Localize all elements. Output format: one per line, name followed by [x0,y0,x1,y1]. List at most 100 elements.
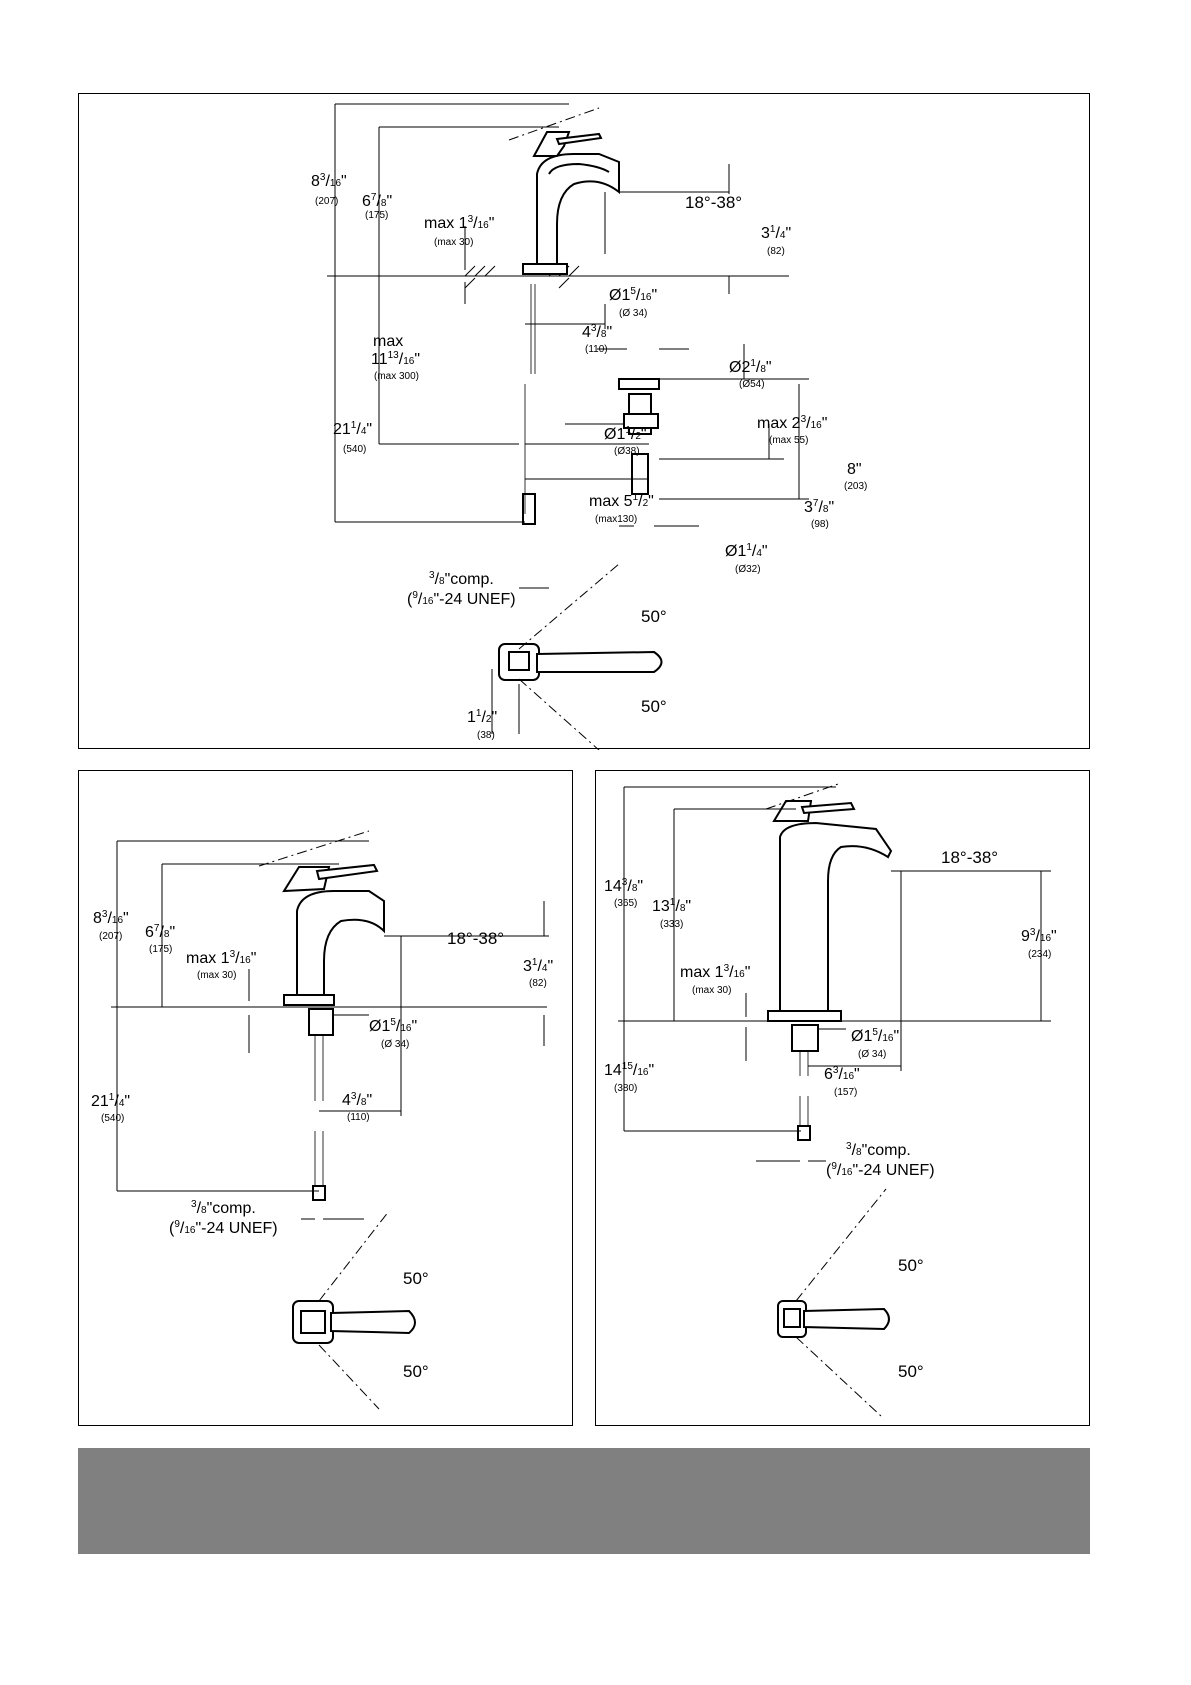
label-max-deck: max 13/16" [186,949,256,967]
handle-raised-dashed [258,830,370,867]
hose-connector [312,1185,326,1201]
label-rotation-up: 50° [641,607,667,626]
dim-lines [623,786,1051,1162]
footer-grey-bar [78,1448,1090,1554]
label-max-rod-word: max [373,333,403,350]
mm-below-total: (380) [614,1083,637,1094]
mm-height-spout: (333) [660,919,683,930]
label-spout-clearance: 93/16" [1021,927,1057,945]
label-connection: 3/8"comp. [846,1141,911,1159]
top-panel-basin-mixer-with-drain: 83/16" (207) 67/8" (175) max 13/16" (max… [78,93,1090,750]
dim-lines [116,840,549,1220]
drain-nut [623,413,659,429]
label-rotation-down: 50° [898,1362,924,1381]
drain-tail [631,453,649,495]
label-thread: (9/16"-24 UNEF) [826,1161,935,1179]
label-reach: 63/16" [824,1065,860,1083]
label-height-spout: 67/8" [145,923,175,941]
label-rotation-up: 50° [898,1256,924,1275]
faucet-body [296,890,385,1006]
label-rotation-down: 50° [641,697,667,716]
mm-max-deck: (max 30) [434,237,473,248]
spout-curve [548,162,610,175]
mm-rod-max: (max130) [595,514,637,525]
mm-height-total: (207) [99,931,122,942]
label-spout-angle: 18°-38° [447,929,504,948]
mm-spout-clearance: (82) [767,246,785,257]
mm-drain-top-dia: (Ø54) [739,379,765,390]
mm-max-deck: (max 30) [692,985,731,996]
handle-lever [555,132,603,146]
handle-lever [800,801,856,815]
hose-connector [797,1125,811,1141]
handle-lever [315,863,379,881]
label-spout-clearance: 31/4" [761,224,791,242]
dim-lines [334,103,809,589]
label-hole-dia: Ø15/16" [369,1017,417,1035]
mm-below-total: (540) [101,1113,124,1124]
mm-tail-dia: (Ø32) [735,564,761,575]
mm-reach: (157) [834,1087,857,1098]
mm-hole-dia: (Ø 34) [858,1049,886,1060]
label-drain-max: max 23/16" [757,414,827,432]
handle-top-view [292,1210,416,1410]
label-height-spout: 67/8" [362,192,392,210]
supply-hose [530,284,536,374]
mm-spout-clearance: (82) [529,978,547,989]
left-panel-drawing: 83/16" (207) 67/8" (175) max 13/16" (max… [91,830,553,1410]
label-hole-dia: Ø15/16" [851,1027,899,1045]
mm-drain-offset: (98) [811,519,829,530]
label-height-spout: 131/8" [652,897,691,915]
mm-height-spout: (175) [365,210,388,221]
faucet-base [767,1010,842,1022]
faucet-body [536,153,620,275]
handle-top-view [491,563,663,750]
mm-height-total: (207) [315,196,338,207]
label-height-total: 83/16" [311,172,347,190]
mm-hole-dia: (Ø 34) [381,1039,409,1050]
label-below-total: 211/4" [333,420,372,438]
mount-nut [308,1008,334,1036]
handle-top-view [777,1188,890,1417]
label-below-total: 1415/16" [604,1061,654,1079]
bottom-right-panel-tall-basin-mixer: 143/8" (365) 131/8" (333) max 13/16" (ma… [595,770,1090,1426]
mm-reach: (110) [347,1112,370,1123]
label-max-deck: max 13/16" [680,963,750,981]
mm-below-total: (540) [343,444,366,455]
mm-drain-len: (203) [844,481,867,492]
handle-body [772,800,813,822]
label-thread: (9/16"-24 UNEF) [169,1219,278,1237]
connector-top [522,493,536,525]
label-reach: 43/8" [342,1091,372,1109]
label-max-deck: max 13/16" [424,214,494,232]
label-reach: 43/8" [582,323,612,341]
faucet-base [522,263,568,275]
mm-height-spout: (175) [149,944,172,955]
supply-hose-lower [799,1096,809,1126]
label-drain-len: 8" [847,461,862,478]
label-below-total: 211/4" [91,1092,130,1110]
mm-drain-max: (max 55) [769,435,808,446]
label-rod-max: max 51/2" [589,492,654,510]
faucet-body [779,821,893,1020]
mount-nut [791,1024,819,1052]
faucet-base [283,994,335,1006]
drain-flange [618,378,660,390]
label-hole-dia: Ø15/16" [609,286,657,304]
label-handle-offset: 11/2" [467,708,497,726]
label-drain-offset: 37/8" [804,498,834,516]
label-spout-angle: 18°-38° [941,848,998,867]
mm-reach: (110) [585,344,608,355]
label-connection: 3/8"comp. [429,570,494,588]
label-height-total: 83/16" [93,909,129,927]
supply-hose-lower [314,1131,324,1186]
label-thread: (9/16"-24 UNEF) [407,590,516,608]
label-connection: 3/8"comp. [191,1199,256,1217]
bottom-left-panel-basin-mixer: 83/16" (207) 67/8" (175) max 13/16" (max… [78,770,573,1426]
label-height-total: 143/8" [604,877,643,895]
mm-height-total: (365) [614,898,637,909]
label-drain-top-dia: Ø21/8" [729,358,772,376]
supply-hose-upper [799,1051,809,1076]
right-panel-drawing: 143/8" (365) 131/8" (333) max 13/16" (ma… [604,782,1057,1417]
mm-max-deck: (max 30) [197,970,236,981]
